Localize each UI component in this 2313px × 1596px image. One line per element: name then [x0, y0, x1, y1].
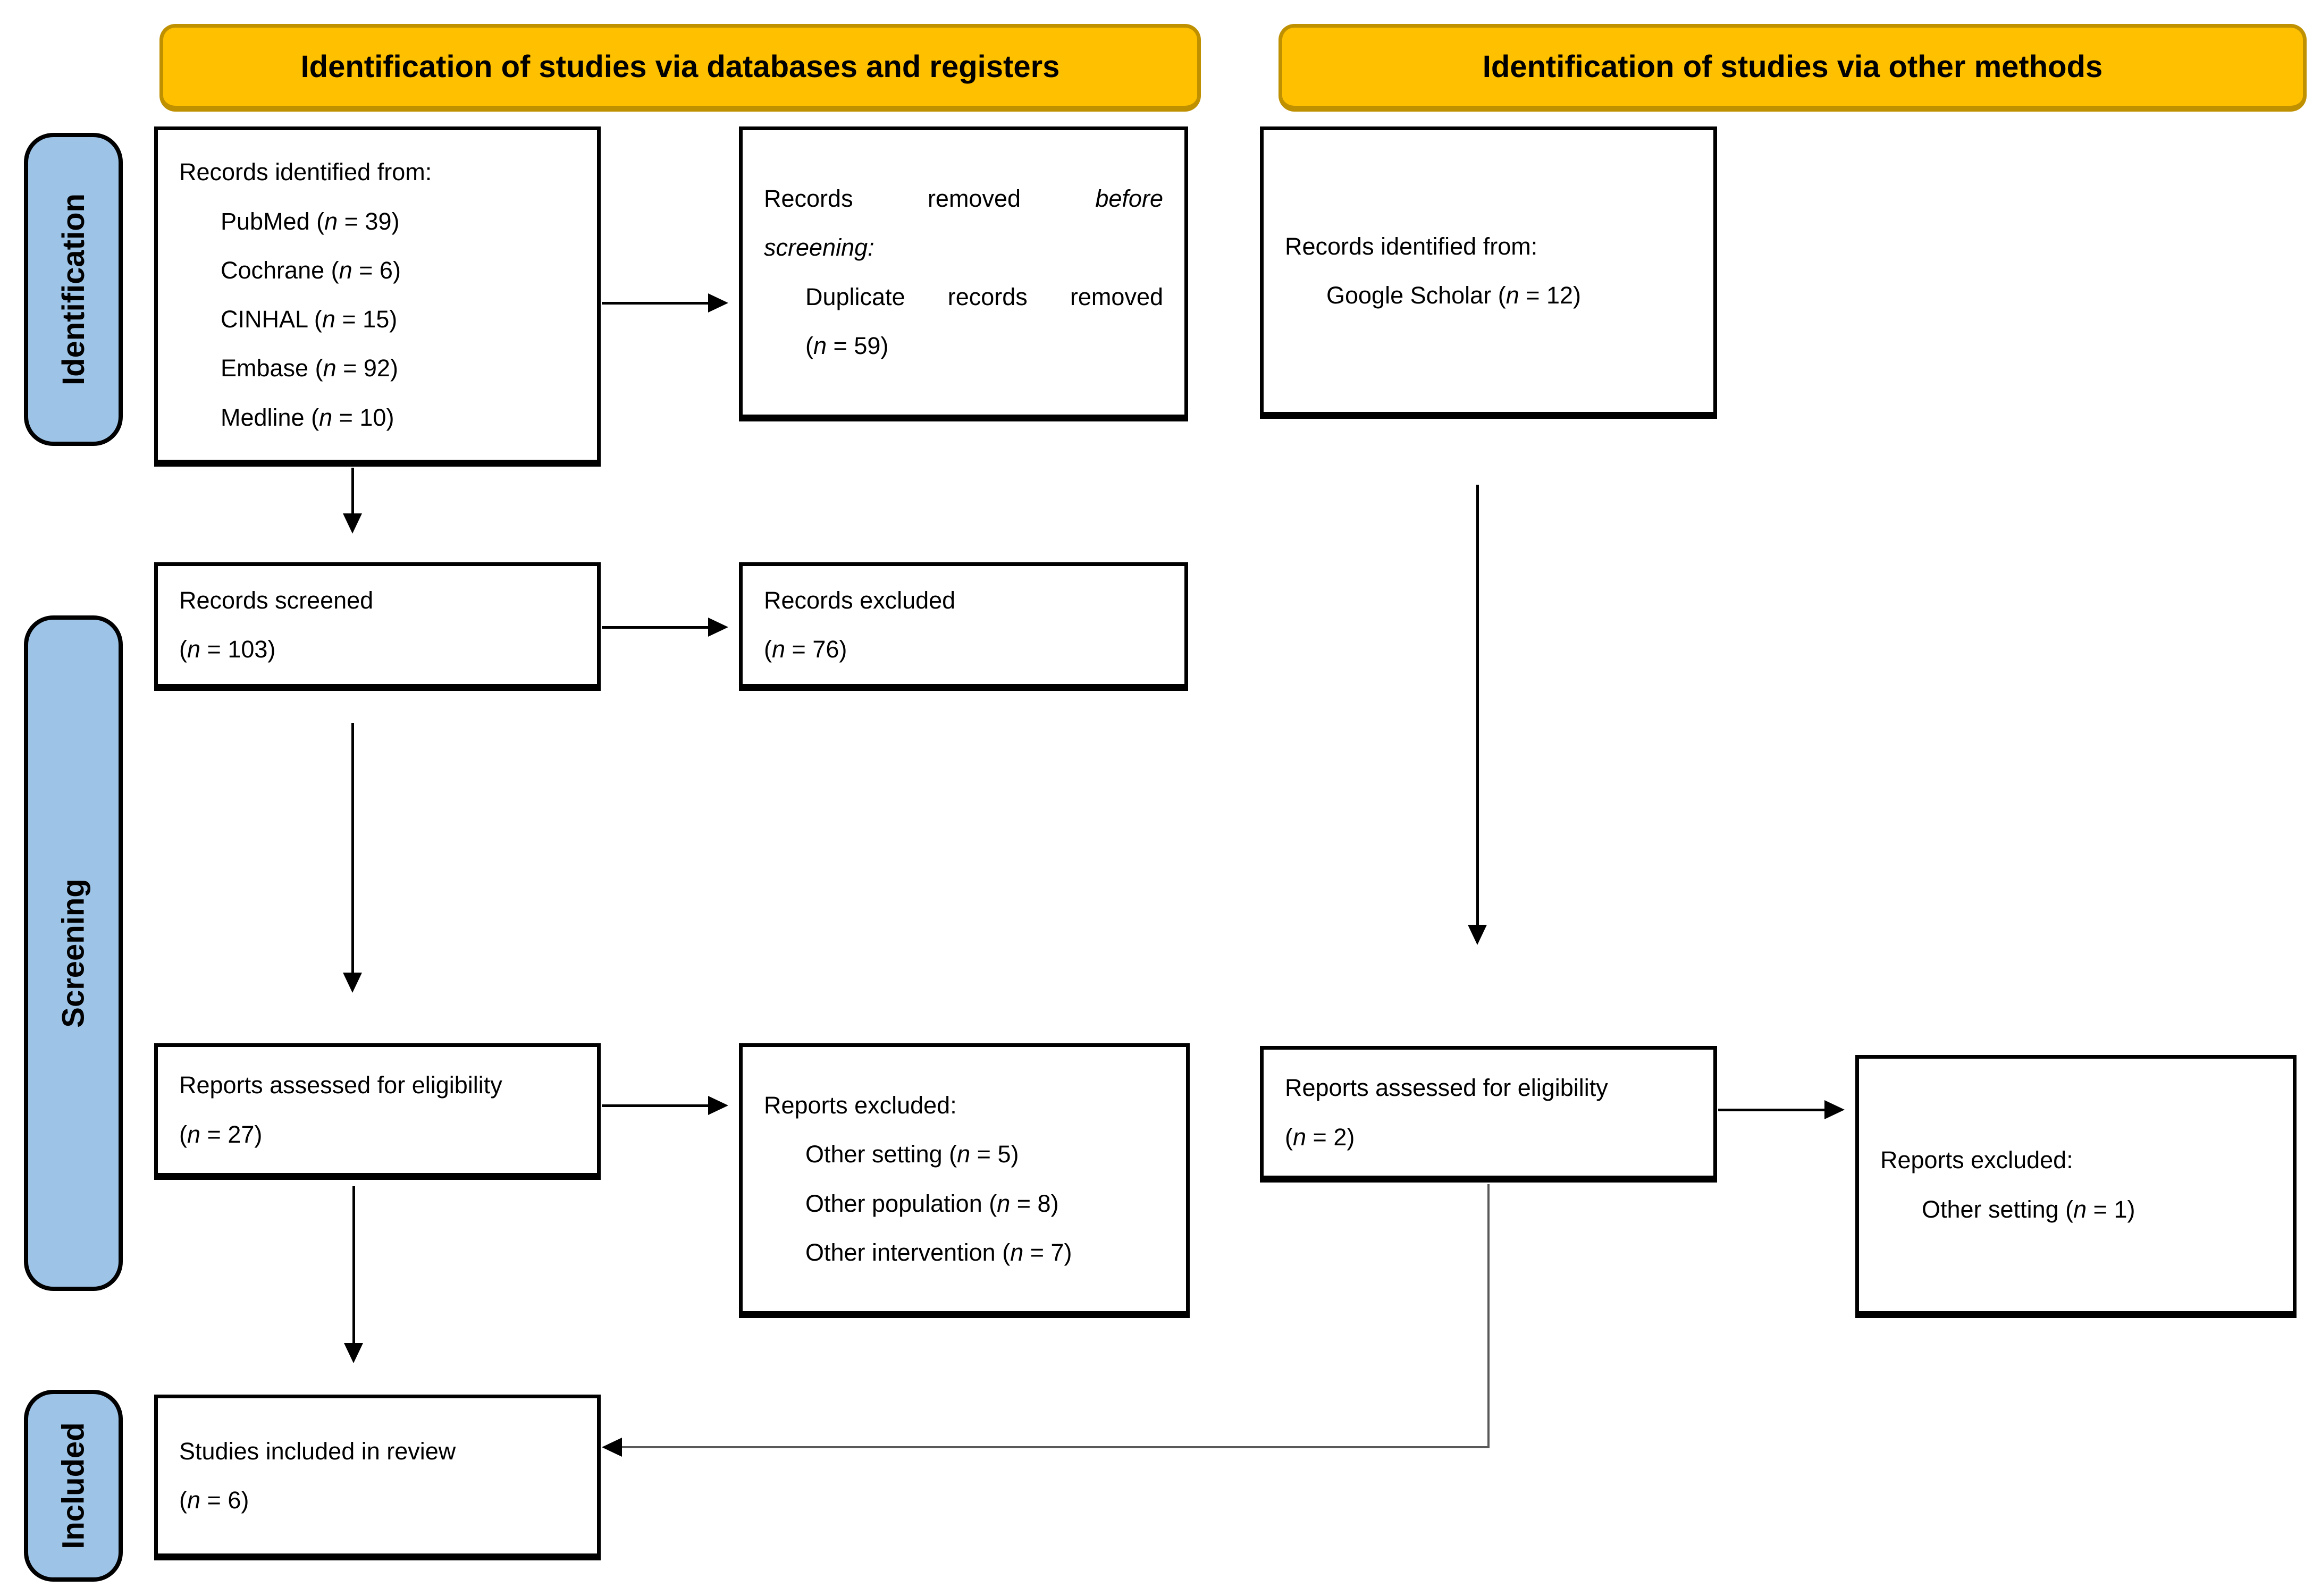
stage-included: Included: [24, 1390, 123, 1582]
elbow-other-assessed-to-included-head: [602, 1438, 622, 1457]
box-reports-excluded-databases: Reports excluded: Other setting (n = 5) …: [739, 1043, 1190, 1318]
reports-assessed-other-count: (n = 2): [1285, 1123, 1355, 1151]
records-identified-other-title: Records identified from:: [1285, 232, 1538, 260]
arrow-screened-to-assessed-head: [343, 973, 362, 993]
box-records-identified-other: Records identified from: Google Scholar …: [1260, 126, 1717, 419]
records-removed-line2: screening:: [764, 234, 874, 261]
reports-excluded-other-reason: Other setting (n = 1): [1922, 1195, 2135, 1223]
arrow-other-assessed-to-excluded-head: [1824, 1100, 1845, 1119]
arrow-identified-to-removed-head: [708, 293, 728, 313]
records-identified-db-source: Embase (n = 92): [221, 354, 398, 382]
records-excluded-title: Records excluded: [764, 586, 956, 614]
records-screened-count: (n = 103): [179, 636, 276, 663]
arrow-other-identified-to-assessed-line: [1476, 485, 1479, 926]
reports-excluded-db-title: Reports excluded:: [764, 1092, 957, 1119]
records-identified-db-title: Records identified from:: [179, 158, 432, 186]
arrow-identified-to-removed-line: [602, 302, 708, 305]
records-identified-db-source: Medline (n = 10): [221, 403, 394, 431]
arrow-assessed-to-reports-excluded-head: [708, 1096, 728, 1115]
reports-excluded-db-reason: Other intervention (n = 7): [805, 1238, 1072, 1266]
box-reports-assessed-other: Reports assessed for eligibility (n = 2): [1260, 1046, 1717, 1183]
stage-screening-label: Screening: [56, 879, 91, 1028]
arrow-screened-to-assessed-line: [351, 723, 354, 974]
stage-identification: Identification: [24, 133, 123, 446]
records-identified-other-source: Google Scholar (n = 12): [1326, 282, 1582, 309]
arrow-screened-to-excluded-head: [708, 618, 728, 637]
stage-included-label: Included: [56, 1422, 91, 1549]
arrow-screened-to-excluded-line: [602, 626, 708, 629]
header-identification-other-methods: Identification of studies via other meth…: [1279, 24, 2307, 112]
reports-assessed-db-title: Reports assessed for eligibility: [179, 1071, 502, 1099]
arrow-assessed-to-reports-excluded-line: [602, 1104, 708, 1107]
arrow-assessed-to-included-line: [352, 1186, 355, 1344]
reports-assessed-db-count: (n = 27): [179, 1120, 263, 1148]
arrow-other-assessed-to-excluded-line: [1718, 1109, 1824, 1111]
header-identification-databases: Identification of studies via databases …: [159, 24, 1201, 112]
arrow-identified-to-screened-line: [351, 468, 354, 514]
arrow-other-identified-to-assessed-head: [1468, 925, 1487, 945]
arrow-identified-to-screened-head: [343, 513, 362, 534]
box-studies-included: Studies included in review (n = 6): [154, 1395, 601, 1560]
records-removed-line3: Duplicate records removed: [805, 283, 1163, 310]
box-reports-assessed-databases: Reports assessed for eligibility (n = 27…: [154, 1043, 601, 1180]
studies-included-count: (n = 6): [179, 1487, 249, 1514]
reports-excluded-db-reason: Other setting (n = 5): [805, 1141, 1019, 1168]
reports-excluded-other-title: Reports excluded:: [1880, 1146, 2073, 1174]
elbow-other-assessed-to-included-vertical: [1487, 1184, 1490, 1448]
studies-included-title: Studies included in review: [179, 1437, 456, 1465]
records-screened-title: Records screened: [179, 586, 374, 614]
elbow-other-assessed-to-included-horizontal: [622, 1446, 1490, 1448]
records-removed-line1: Records removed before: [764, 185, 1163, 212]
records-removed-count: (n = 59): [805, 332, 889, 359]
header-identification-databases-label: Identification of studies via databases …: [300, 49, 1060, 84]
box-records-screened: Records screened (n = 103): [154, 562, 601, 691]
records-identified-db-source: PubMed (n = 39): [221, 207, 400, 235]
reports-assessed-other-title: Reports assessed for eligibility: [1285, 1074, 1608, 1102]
records-identified-db-source: Cochrane (n = 6): [221, 256, 401, 284]
box-records-excluded: Records excluded (n = 76): [739, 562, 1188, 691]
stage-screening: Screening: [24, 615, 123, 1291]
box-records-identified-databases: Records identified from: PubMed (n = 39)…: [154, 126, 601, 467]
records-identified-db-source: CINHAL (n = 15): [221, 306, 398, 333]
stage-identification-label: Identification: [56, 193, 91, 385]
records-excluded-count: (n = 76): [764, 636, 847, 663]
box-reports-excluded-other: Reports excluded: Other setting (n = 1): [1855, 1055, 2297, 1318]
header-identification-other-methods-label: Identification of studies via other meth…: [1482, 49, 2103, 84]
reports-excluded-db-reason: Other population (n = 8): [805, 1189, 1059, 1217]
box-records-removed-before-screening: Records removed before screening: Duplic…: [739, 126, 1188, 421]
arrow-assessed-to-included-head: [344, 1343, 363, 1363]
